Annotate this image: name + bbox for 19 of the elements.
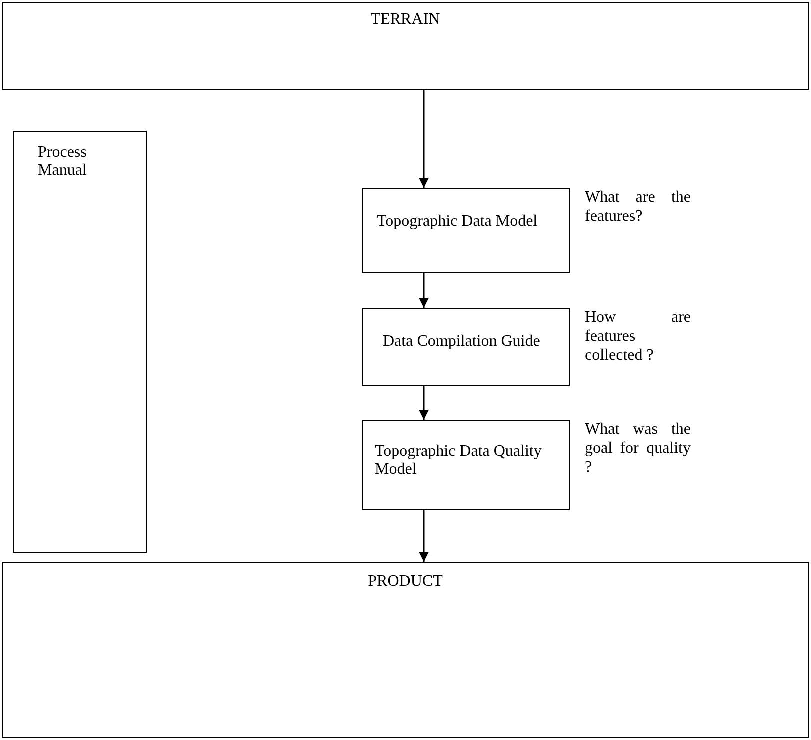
note-text: What was the goal for quality ? [585,420,691,477]
node-label: Topographic Data Model [377,213,539,231]
process-box [362,308,570,386]
process-box [362,188,570,273]
arrow [419,273,429,308]
process-box [2,562,809,738]
node-label: PRODUCT [367,573,444,591]
arrow [419,386,429,420]
process-box [362,420,570,510]
node-label: Topographic Data Quality Model [375,443,543,479]
note-text: How are features collected ? [585,308,691,365]
note-text: What are the features? [585,188,691,226]
process-box [13,131,147,553]
node-label: TERRAIN [370,11,442,29]
arrow [419,90,429,188]
arrow [419,510,429,562]
node-label: Process Manual [38,144,88,180]
process-box [2,2,809,90]
node-label: Data Compilation Guide [383,333,542,351]
